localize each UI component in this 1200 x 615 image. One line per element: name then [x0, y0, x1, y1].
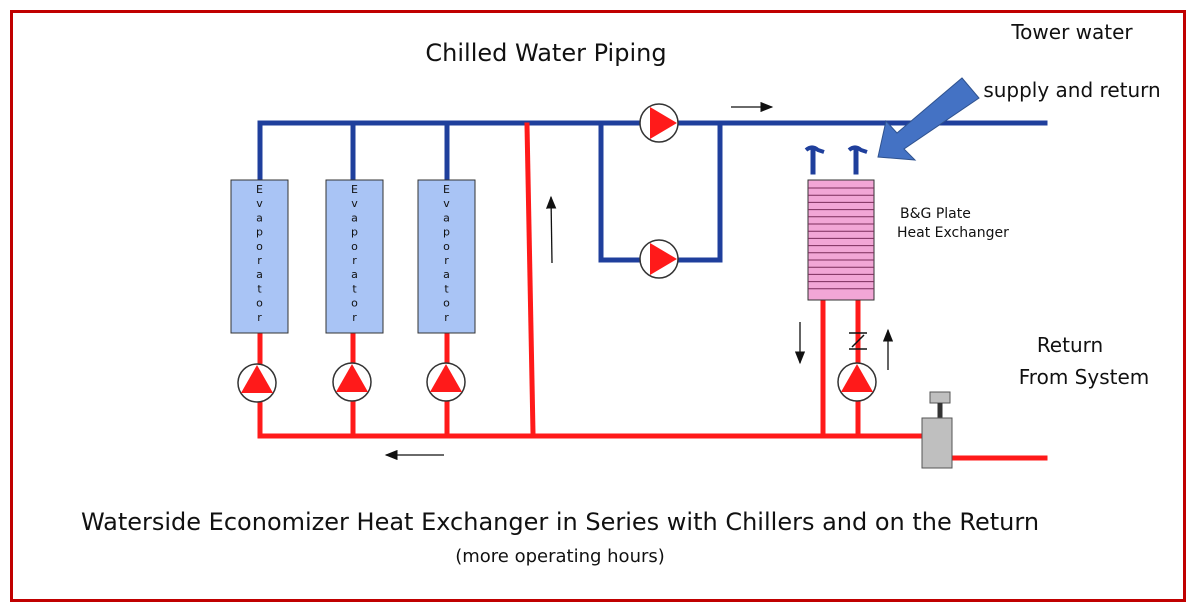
- evaporator-letter: o: [443, 240, 450, 253]
- evaporator-letter: E: [256, 183, 263, 196]
- evaporator-letter: E: [443, 183, 450, 196]
- evaporator-letter: v: [443, 197, 450, 210]
- diagram-caption: Waterside Economizer Heat Exchanger in S…: [81, 508, 1039, 536]
- chiller-pump-2: [332, 362, 372, 402]
- evaporator-letter: p: [256, 226, 263, 239]
- evaporator-letter: a: [443, 268, 450, 281]
- evaporator-letter: p: [443, 226, 450, 239]
- tower-water-label-line2: supply and return: [983, 78, 1160, 102]
- evaporator-letter: a: [256, 268, 263, 281]
- check-valve: [849, 332, 867, 350]
- return-label-line2: From System: [1019, 365, 1150, 389]
- distribution-pump-bottom: [639, 239, 679, 279]
- plate-heat-exchanger: [807, 179, 875, 301]
- evaporator-letter: t: [257, 282, 262, 295]
- evaporator-letter: o: [351, 297, 358, 310]
- evaporator-letter: r: [352, 254, 357, 267]
- diagram-frame: [10, 10, 1186, 602]
- distribution-pump-top: [639, 103, 679, 143]
- evaporator-letter: r: [352, 311, 357, 324]
- evaporator-letter: E: [351, 183, 358, 196]
- hx-pump: [837, 362, 877, 402]
- return-label-line1: Return: [1037, 333, 1103, 357]
- evaporator-letter: t: [444, 282, 449, 295]
- hx-tower-nozzles: [804, 145, 868, 154]
- evaporator-letter: o: [256, 240, 263, 253]
- evaporator-letter: r: [444, 254, 449, 267]
- flow-arrow-up-decoupler-icon: [545, 195, 557, 264]
- evaporator-letter: a: [443, 211, 450, 224]
- tower-water-arrow-icon: [877, 77, 980, 161]
- evaporator-letter: v: [256, 197, 263, 210]
- hx-right-nozzle-cap: [847, 145, 868, 154]
- evaporator-letter: r: [257, 311, 262, 324]
- evaporator-letter: o: [256, 297, 263, 310]
- chiller-pump-1: [237, 363, 277, 403]
- diagram-subcaption: (more operating hours): [455, 546, 665, 567]
- evaporator-letter: o: [443, 297, 450, 310]
- evaporator-letter: r: [444, 311, 449, 324]
- evaporator-letter: t: [352, 282, 357, 295]
- tower-water-label-line1: Tower water: [1010, 20, 1133, 44]
- control-valve: [921, 391, 953, 469]
- diagram-title: Chilled Water Piping: [425, 39, 666, 67]
- evaporator-letter: a: [351, 211, 358, 224]
- decoupler-pipe: [524, 122, 536, 436]
- evaporator-letter: p: [351, 226, 358, 239]
- evaporator-letter: a: [256, 211, 263, 224]
- hx-label-line2: Heat Exchanger: [897, 225, 1009, 241]
- hx-label-line1: B&G Plate: [900, 206, 971, 222]
- evaporator-letter: a: [351, 268, 358, 281]
- chiller-pump-3: [426, 362, 466, 402]
- evaporator-letter: v: [351, 197, 358, 210]
- evaporator-letter: r: [257, 254, 262, 267]
- hx-left-nozzle-cap: [804, 145, 825, 154]
- flow-arrows: [384, 101, 894, 461]
- evaporator-letter: o: [351, 240, 358, 253]
